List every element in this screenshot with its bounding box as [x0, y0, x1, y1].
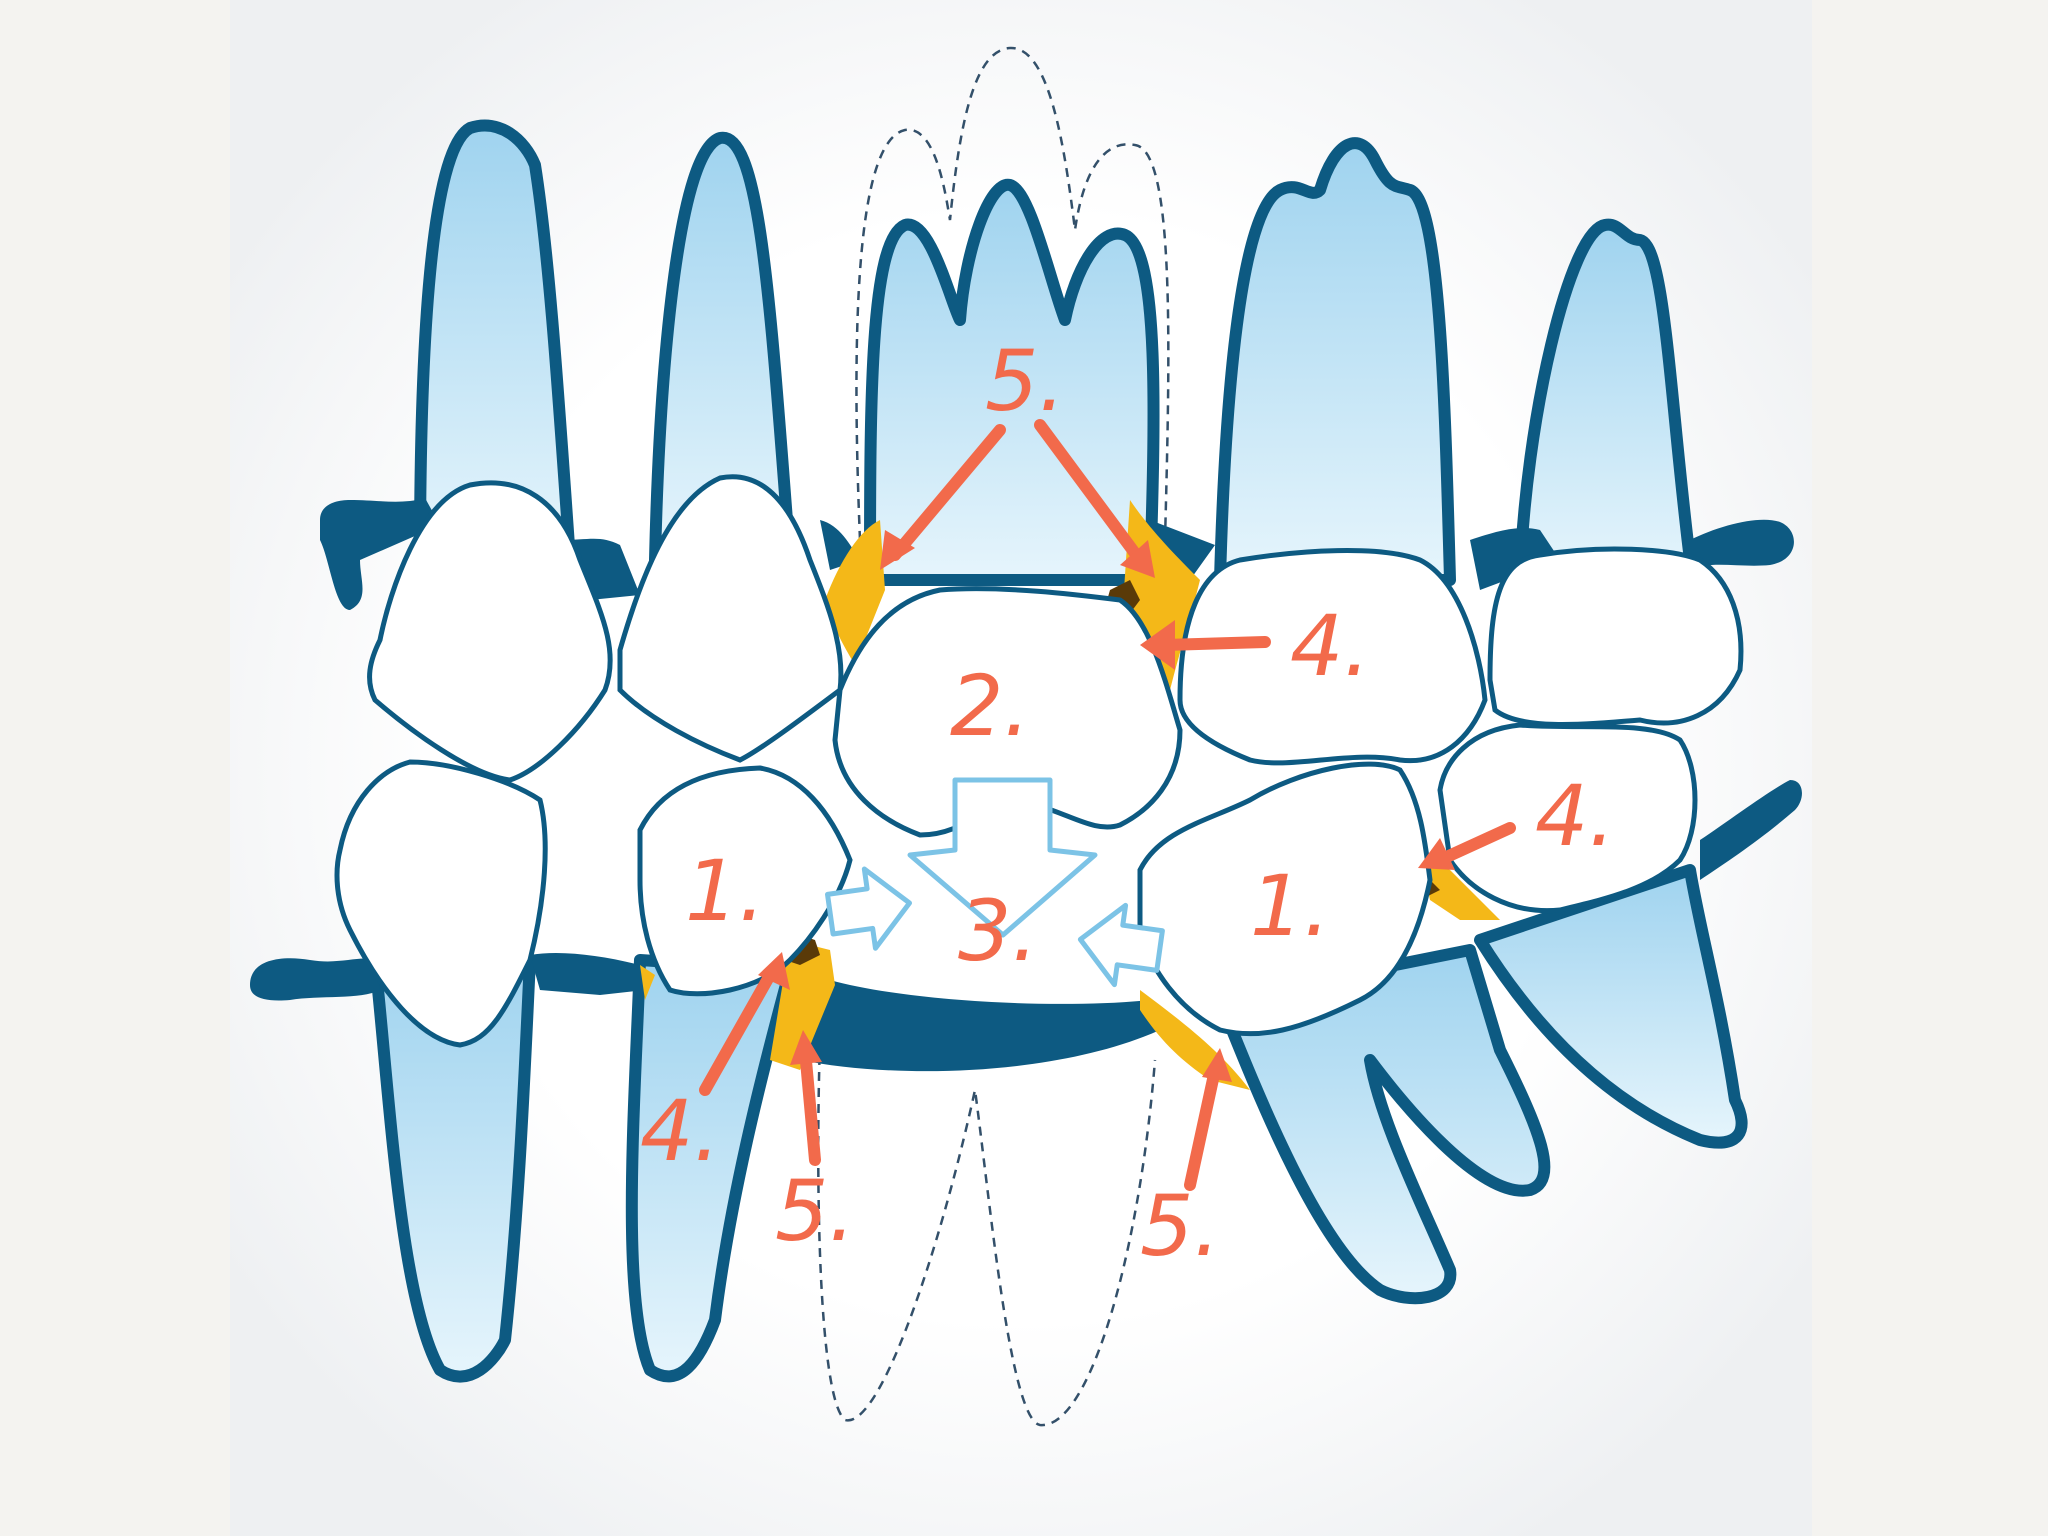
missing-upper-tooth-outline — [855, 46, 1170, 541]
missing-lower-tooth-outline — [817, 1039, 1157, 1427]
annotation-arrows — [699, 419, 1516, 1191]
lower-root-4 — [1474, 864, 1748, 1149]
lower-crown-2-tilted — [637, 765, 853, 997]
upper-root-1 — [414, 119, 576, 566]
label-pocket-lower-right: 5. — [1140, 1177, 1220, 1275]
lower-crown-1 — [334, 759, 548, 1048]
upper-root-2 — [649, 131, 796, 566]
upper-crown-1 — [367, 480, 613, 783]
upper-crown-5 — [1487, 546, 1744, 727]
upper-crown-4 — [1177, 548, 1488, 766]
lower-gum-gap — [800, 980, 1160, 1072]
plaque-upper-left — [825, 520, 885, 665]
label-tooth-extruded: 2. — [950, 657, 1030, 755]
label-pocket-lower-left: 5. — [775, 1162, 855, 1260]
upper-root-5 — [1514, 218, 1696, 586]
lower-crown-4 — [1437, 722, 1698, 914]
upper-crown-2 — [617, 474, 844, 763]
upper-crown-3-extruded — [832, 586, 1183, 838]
lower-gum-left — [250, 953, 645, 1001]
upper-gum — [320, 498, 1794, 610]
lower-crown-3-tilted — [1137, 761, 1433, 1037]
move-arrow-left — [1077, 902, 1165, 988]
lower-gum-right — [1700, 780, 1802, 880]
label-caries-lower-left: 4. — [640, 1082, 720, 1180]
move-arrow-right — [825, 866, 913, 951]
label-pocket-upper: 5. — [985, 332, 1065, 430]
label-gap-collapse: 3. — [958, 882, 1038, 980]
label-tooth-tilted-right: 1. — [1250, 857, 1330, 955]
lower-root-3 — [1214, 944, 1551, 1305]
lower-root-2 — [625, 954, 796, 1383]
label-caries-upper: 4. — [1290, 597, 1370, 695]
move-arrow-down — [907, 777, 1098, 938]
label-tooth-tilted-left: 1. — [685, 842, 765, 940]
label-caries-lower-right: 4. — [1535, 767, 1615, 865]
lower-root-1 — [369, 954, 536, 1383]
upper-root-4 — [1214, 137, 1456, 586]
